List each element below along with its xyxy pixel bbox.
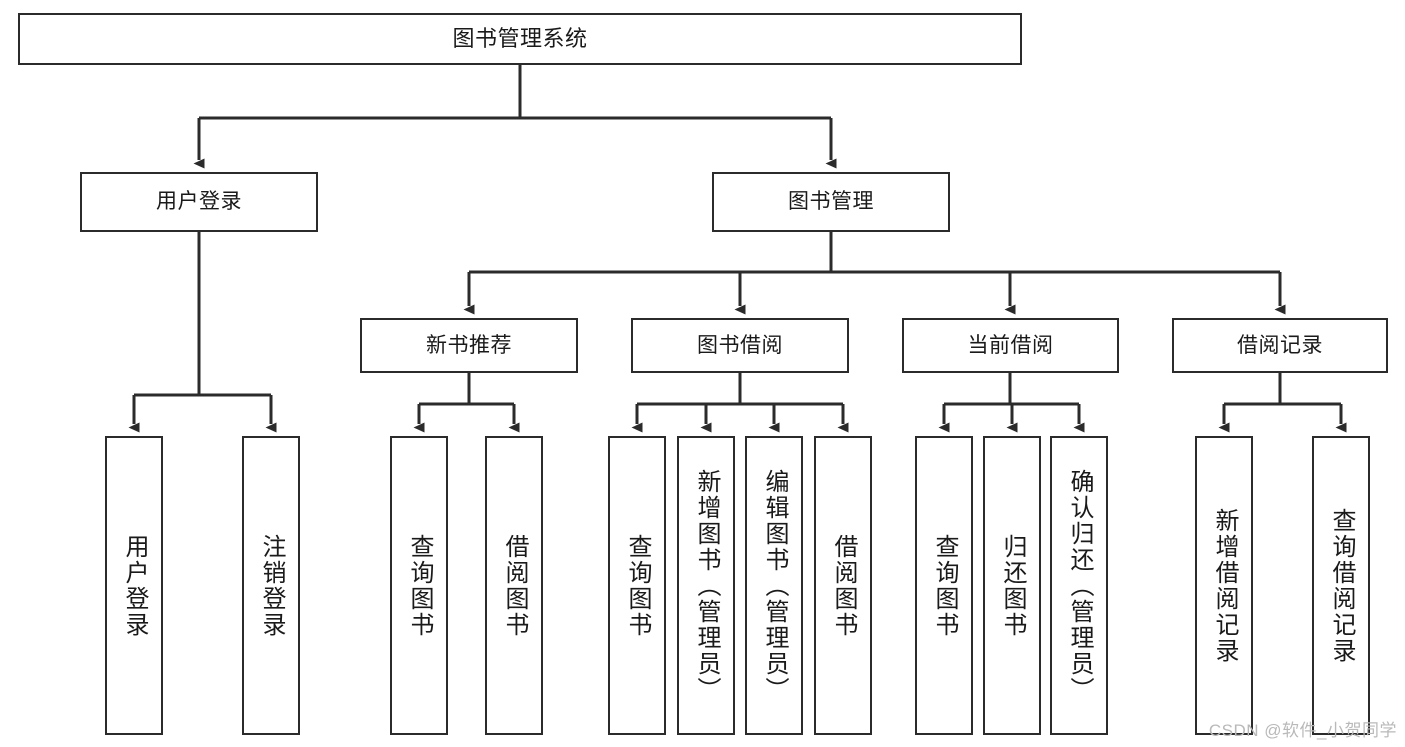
leaf-query-record-label: 查询借阅记录 xyxy=(1328,507,1355,664)
leaf-user-login[interactable]: 用户登录 xyxy=(105,436,163,735)
leaf-edit-book-label: 编辑图书（管理员） xyxy=(761,468,788,703)
leaf-query-book-3[interactable]: 查询图书 xyxy=(915,436,973,735)
leaf-query-book-2-label: 查询图书 xyxy=(624,533,651,638)
node-borrow-record[interactable]: 借阅记录 xyxy=(1172,318,1388,373)
leaf-add-record-label: 新增借阅记录 xyxy=(1211,507,1238,664)
node-new-book-rec-label: 新书推荐 xyxy=(426,333,512,357)
leaf-add-book-label: 新增图书（管理员） xyxy=(693,468,720,703)
node-current-borrow-label: 当前借阅 xyxy=(967,333,1054,357)
leaf-user-login-label: 用户登录 xyxy=(121,533,148,638)
leaf-query-book-2[interactable]: 查询图书 xyxy=(608,436,666,735)
leaf-return-book[interactable]: 归还图书 xyxy=(983,436,1041,735)
leaf-borrow-book-2-label: 借阅图书 xyxy=(830,533,857,638)
leaf-return-book-label: 归还图书 xyxy=(999,533,1026,638)
node-new-book-rec[interactable]: 新书推荐 xyxy=(360,318,578,373)
leaf-query-book-1[interactable]: 查询图书 xyxy=(390,436,448,735)
leaf-borrow-book-2[interactable]: 借阅图书 xyxy=(814,436,872,735)
node-book-borrow[interactable]: 图书借阅 xyxy=(631,318,849,373)
node-book-manage[interactable]: 图书管理 xyxy=(712,172,950,232)
leaf-query-book-3-label: 查询图书 xyxy=(931,533,958,638)
leaf-query-book-1-label: 查询图书 xyxy=(406,533,433,638)
leaf-add-book[interactable]: 新增图书（管理员） xyxy=(677,436,735,735)
node-current-borrow[interactable]: 当前借阅 xyxy=(902,318,1119,373)
node-root-label: 图书管理系统 xyxy=(452,25,588,51)
leaf-user-logout-label: 注销登录 xyxy=(258,533,285,638)
leaf-query-record[interactable]: 查询借阅记录 xyxy=(1312,436,1370,735)
node-root[interactable]: 图书管理系统 xyxy=(18,13,1022,65)
leaf-confirm-return-label: 确认归还（管理员） xyxy=(1066,468,1093,703)
node-book-borrow-label: 图书借阅 xyxy=(697,333,783,357)
leaf-borrow-book-1[interactable]: 借阅图书 xyxy=(485,436,543,735)
leaf-confirm-return[interactable]: 确认归还（管理员） xyxy=(1050,436,1108,735)
leaf-user-logout[interactable]: 注销登录 xyxy=(242,436,300,735)
leaf-add-record[interactable]: 新增借阅记录 xyxy=(1195,436,1253,735)
node-user-login[interactable]: 用户登录 xyxy=(80,172,318,232)
node-book-manage-label: 图书管理 xyxy=(788,190,874,214)
leaf-borrow-book-1-label: 借阅图书 xyxy=(501,533,528,638)
csdn-watermark: CSDN @软件_小贺同学 xyxy=(1208,721,1397,740)
node-user-login-label: 用户登录 xyxy=(156,190,242,214)
leaf-edit-book[interactable]: 编辑图书（管理员） xyxy=(745,436,803,735)
node-borrow-record-label: 借阅记录 xyxy=(1237,333,1323,357)
